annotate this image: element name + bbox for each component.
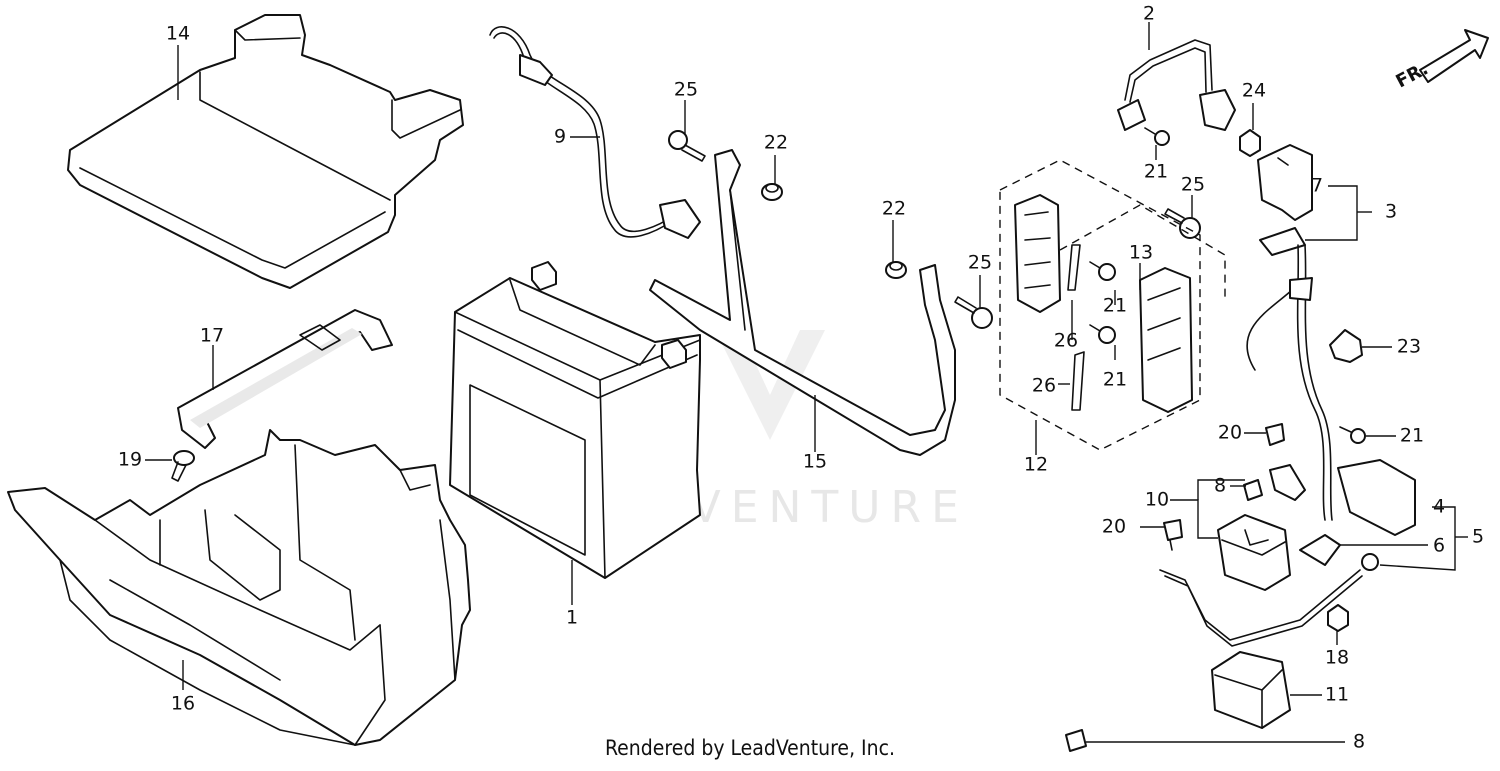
callout-25-a: 25	[674, 79, 698, 101]
part-screw-21c	[1089, 324, 1116, 344]
part-bracket-15	[649, 149, 956, 456]
part-nut-24	[1239, 129, 1261, 157]
callout-5: 5	[1472, 526, 1484, 548]
callout-8-a: 8	[1214, 475, 1226, 497]
part-battery-1	[449, 261, 701, 579]
part-fuse-8a	[1243, 479, 1263, 501]
leader-lines	[145, 22, 1468, 743]
callout-22-b: 22	[882, 198, 906, 220]
callout-26-b: 26	[1032, 375, 1056, 397]
callout-18: 18	[1325, 647, 1349, 669]
callout-3: 3	[1385, 201, 1397, 223]
callout-10: 10	[1145, 489, 1169, 511]
part-clip-26b	[1071, 351, 1085, 411]
callout-21-c: 21	[1103, 369, 1127, 391]
callout-13: 13	[1129, 242, 1153, 264]
footer-credit: Rendered by LeadVenture, Inc.	[605, 736, 895, 760]
callout-9: 9	[554, 126, 566, 148]
part-cover-11	[1211, 651, 1291, 729]
callout-23: 23	[1397, 336, 1421, 358]
part-screw-21d	[1339, 426, 1366, 444]
part-bolt-20a	[1265, 423, 1285, 446]
callout-19: 19	[118, 449, 142, 471]
part-bolt-25c	[1164, 208, 1201, 239]
part-grommet-22b	[885, 261, 907, 279]
part-relay-10	[1217, 514, 1291, 591]
callout-22-a: 22	[764, 132, 788, 154]
callout-21-b: 21	[1103, 295, 1127, 317]
part-bolt-20b	[1163, 519, 1183, 551]
part-cable-6	[1159, 464, 1379, 647]
part-cable-3	[1246, 227, 1333, 521]
callout-26-a: 26	[1054, 330, 1078, 352]
callout-21-a: 21	[1144, 161, 1168, 183]
part-strap-17	[177, 309, 393, 449]
callout-25-c: 25	[1181, 174, 1205, 196]
part-bolt-25a	[668, 130, 706, 162]
part-boot-4	[1337, 459, 1416, 536]
callout-6: 6	[1433, 535, 1445, 557]
callout-12: 12	[1024, 454, 1048, 476]
part-cable-9	[489, 26, 701, 239]
part-screw-21b	[1089, 261, 1116, 281]
front-direction-marker: FR.	[1392, 29, 1489, 92]
callout-16: 16	[171, 693, 195, 715]
callout-8-b: 8	[1353, 731, 1365, 753]
part-cover-7	[1257, 144, 1313, 221]
callout-7: 7	[1311, 175, 1323, 197]
front-marker-label: FR.	[1392, 58, 1431, 92]
part-cap-23	[1329, 329, 1363, 363]
callout-15: 15	[803, 451, 827, 473]
part-fuse-8b	[1065, 729, 1087, 752]
callout-1: 1	[566, 607, 578, 629]
callout-17: 17	[200, 325, 224, 347]
callout-11: 11	[1325, 684, 1349, 706]
callout-25-b: 25	[968, 252, 992, 274]
callout-labels: 14 9 25 22 22 25 17 19 16 1 15 2 24 21 2…	[118, 3, 1484, 753]
part-bolt-19	[171, 450, 195, 482]
callout-4: 4	[1433, 496, 1445, 518]
part-battery-box-16	[7, 429, 471, 746]
part-grommet-22a	[761, 183, 783, 201]
part-cable-2	[1117, 39, 1236, 131]
callout-24: 24	[1242, 80, 1266, 102]
part-fuse-box-group	[999, 159, 1226, 451]
callout-14: 14	[166, 23, 190, 45]
part-screw-21a	[1144, 127, 1170, 146]
callout-20-a: 20	[1218, 422, 1242, 444]
part-clip-26a	[1067, 244, 1081, 291]
callout-2: 2	[1143, 3, 1155, 25]
callout-21-d: 21	[1400, 425, 1424, 447]
part-bolt-25b	[954, 296, 993, 329]
part-nut-18	[1327, 604, 1349, 632]
part-cover-14	[67, 14, 464, 289]
callout-20-b: 20	[1102, 516, 1126, 538]
